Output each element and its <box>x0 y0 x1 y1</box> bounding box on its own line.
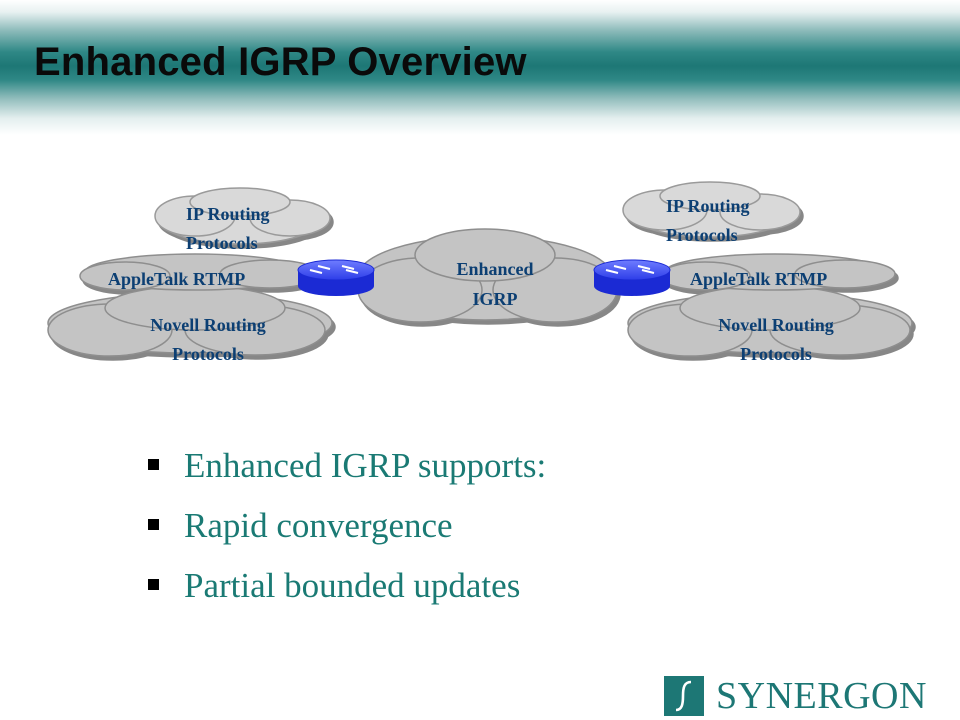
router-icon <box>297 259 375 296</box>
ip-cloud-left <box>154 187 331 245</box>
bullet-text: Enhanced IGRP supports: <box>184 446 547 485</box>
center-label-1: Enhanced <box>456 259 533 279</box>
bullet-list: Enhanced IGRP supports: Rapid convergenc… <box>148 436 618 616</box>
ip-cloud-right <box>622 181 801 238</box>
bullet-text: Rapid convergence <box>184 506 453 545</box>
ip-label-right-1: IP Routing <box>666 196 750 216</box>
ip-label-right-2: Protocols <box>666 225 738 245</box>
router-icon <box>593 259 671 296</box>
square-bullet-icon <box>148 459 159 470</box>
bullet-text: Partial bounded updates <box>184 566 521 605</box>
square-bullet-icon <box>148 579 159 590</box>
novell-cloud-right <box>627 285 913 357</box>
header-band <box>0 0 960 135</box>
appletalk-cloud-left <box>79 253 321 291</box>
bullet-item: Partial bounded updates <box>148 556 618 616</box>
ip-label-left-2: Protocols <box>186 233 258 253</box>
novell-label-right-1: Novell Routing <box>718 315 834 335</box>
bullet-item: Enhanced IGRP supports: <box>148 436 618 496</box>
page-title: Enhanced IGRP Overview <box>34 40 527 84</box>
bullet-item: Rapid convergence <box>148 496 618 556</box>
logo-text: SYNERGON <box>716 675 927 717</box>
enhanced-igrp-cloud <box>356 228 618 323</box>
appletalk-cloud-right <box>659 253 896 291</box>
synergon-mark-icon <box>664 676 704 716</box>
square-bullet-icon <box>148 519 159 530</box>
network-diagram: IP Routing Protocols AppleTalk RTMP Nove… <box>47 181 913 364</box>
novell-label-left-1: Novell Routing <box>150 315 266 335</box>
ip-label-left-1: IP Routing <box>186 204 270 224</box>
novell-cloud-left <box>47 285 333 357</box>
center-label-2: IGRP <box>473 289 518 309</box>
novell-label-left-2: Protocols <box>172 344 244 364</box>
appletalk-label-right: AppleTalk RTMP <box>690 269 827 289</box>
appletalk-label-left: AppleTalk RTMP <box>108 269 245 289</box>
novell-label-right-2: Protocols <box>740 344 812 364</box>
synergon-logo: SYNERGON <box>664 676 950 716</box>
